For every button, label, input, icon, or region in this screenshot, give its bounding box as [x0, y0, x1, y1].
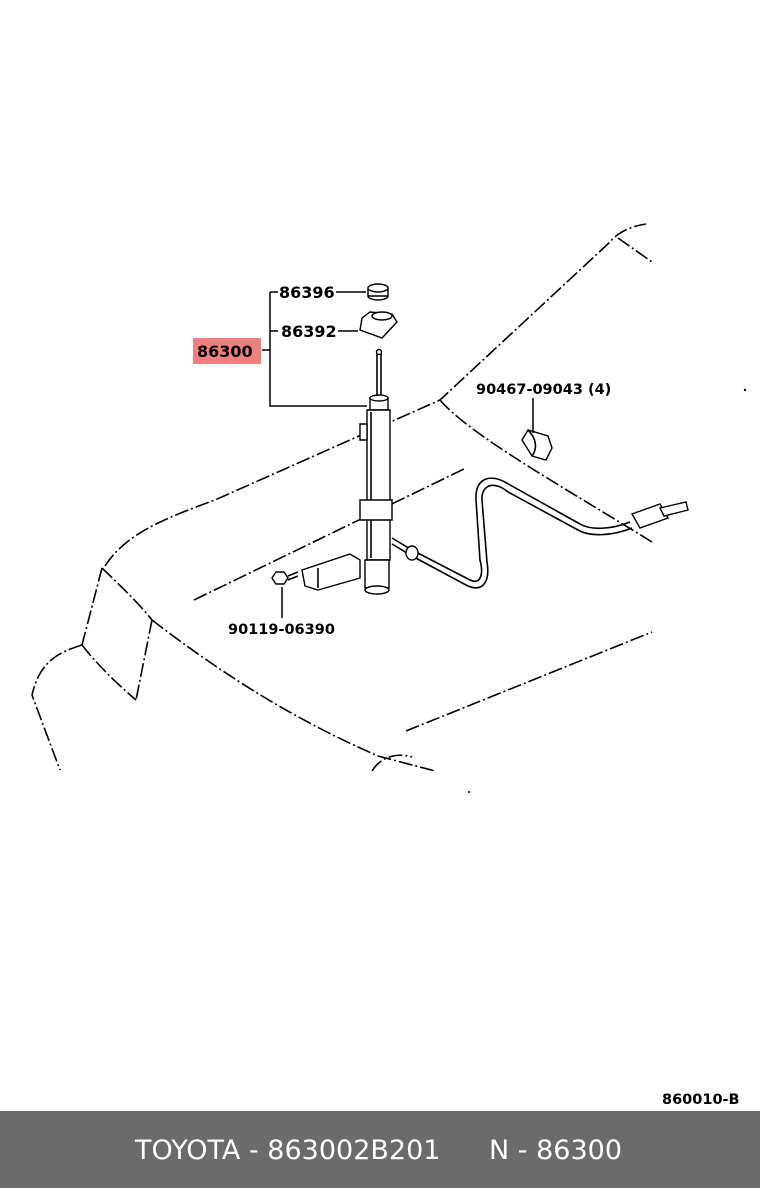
antenna-assembly: [359, 348, 393, 595]
part-label-86392: 86392: [281, 322, 337, 341]
vehicle-body-outline: [31, 223, 653, 772]
footer-reference-number: N - 86300: [489, 1135, 622, 1166]
footer-part-number: TOYOTA - 863002B201: [135, 1135, 441, 1166]
part-label-90467: 90467-09043 (4): [476, 382, 611, 398]
antenna-bezel-86392: [359, 311, 398, 339]
part-label-86396: 86396: [279, 283, 335, 302]
antenna-cable: [391, 477, 689, 589]
part-label-90119: 90119-06390: [228, 622, 335, 638]
illustration-code: 860010-B: [662, 1092, 740, 1108]
antenna-nut-86396: [367, 283, 389, 301]
parts-diagram: 86396 86392 86300 90467-09043 (4) 90119-…: [31, 223, 747, 1108]
cable-clip: [521, 429, 553, 461]
part-label-86300: 86300: [197, 342, 253, 361]
part-86300-highlight: [193, 338, 261, 364]
footer-bar: TOYOTA - 863002B201 N - 86300: [0, 1111, 760, 1188]
bracket-with-bolt: [271, 553, 361, 591]
leader-lines: [262, 291, 534, 618]
